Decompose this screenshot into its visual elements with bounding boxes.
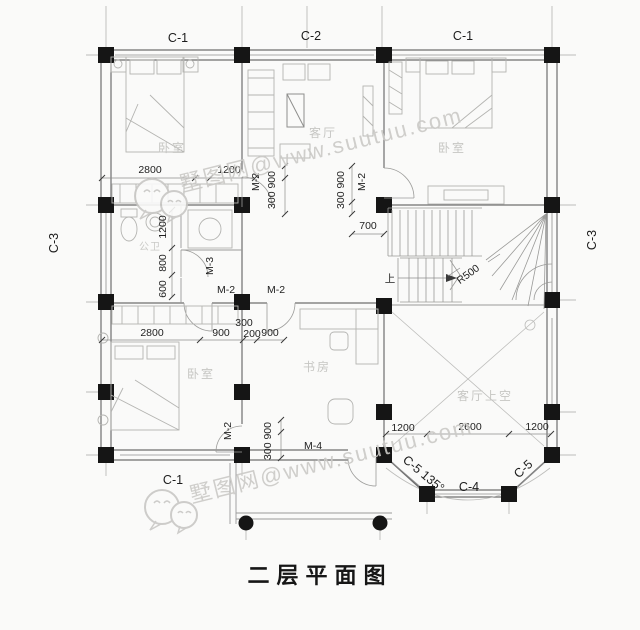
dim-900: 900: [212, 327, 230, 339]
door-m2-bedroom-bl: [183, 302, 213, 332]
door-m2-study: [266, 302, 296, 332]
toilet-tank: [120, 208, 138, 218]
dim-900: 900: [261, 327, 279, 339]
door-m4-terrace: [347, 457, 377, 487]
fixtures-bathroom: [120, 208, 233, 249]
toilet: [120, 216, 138, 242]
sofa: [247, 77, 275, 149]
bed: [110, 341, 180, 431]
dim-600: 600: [157, 280, 169, 298]
door-m3-bath: [180, 249, 209, 278]
label-m2: M-2: [217, 284, 235, 296]
dim-300-900: 300 900: [266, 171, 278, 209]
dim-1200: 1200: [525, 421, 549, 433]
bay-canopy-arc: [385, 467, 551, 501]
stair-r500-label: R500: [455, 262, 482, 287]
label-m2: M-2: [267, 284, 285, 296]
room-bathroom: 公卫: [139, 242, 161, 253]
dim-2600: 2600: [458, 421, 482, 433]
window-symbols: [105, 54, 553, 456]
room-bedroom-bottom-left: 卧室: [187, 366, 215, 381]
label-c3-left: C-3: [47, 233, 61, 253]
terrace-column: [372, 515, 388, 531]
furniture-study: [299, 308, 379, 425]
stair-texts: 上 R500: [385, 262, 482, 287]
dim-1200: 1200: [217, 164, 241, 176]
label-c3-right: C-3: [585, 230, 599, 250]
closet: [111, 305, 239, 325]
label-c1-bottom: C-1: [163, 473, 183, 487]
page-title: 二层平面图: [247, 563, 392, 589]
desk-return: [355, 308, 379, 365]
armchair: [279, 143, 311, 159]
label-c1-top-left: C-1: [168, 31, 188, 45]
room-bedroom-top-left: 卧室: [158, 140, 186, 155]
side-table: [307, 63, 331, 81]
terrace: [229, 463, 392, 531]
shower: [187, 209, 233, 249]
door-bedroom-top-left: [241, 176, 273, 208]
door-m2-bedroom-bl-south: [215, 425, 243, 453]
room-living-void: 客厅上空: [457, 388, 513, 403]
terrace-column: [238, 515, 254, 531]
living-void-markings: [391, 311, 545, 447]
axis-labels: C-1 C-2 C-1 C-3 C-3 C-1 C-5 135° C-4 C-5: [47, 29, 599, 495]
dim-800: 800: [157, 254, 169, 272]
wechat-icon: [134, 178, 188, 224]
side-table: [282, 63, 306, 81]
bed: [419, 57, 493, 129]
label-m2: M-2: [250, 173, 262, 191]
dim-2800: 2800: [140, 327, 164, 339]
label-m3: M-3: [204, 257, 216, 275]
room-living: 客厅: [309, 125, 337, 140]
dresser: [427, 185, 505, 205]
furniture-bedroom-top-left: [110, 56, 239, 204]
dim-1200: 1200: [157, 215, 169, 239]
label-c4-bay: C-4: [459, 480, 479, 494]
label-c1-top-right: C-1: [453, 29, 473, 43]
staircase: [387, 207, 553, 310]
bedside-lamp: [97, 332, 109, 344]
door-bedroom-top-right: [383, 167, 415, 199]
label-m4: M-4: [304, 440, 322, 452]
stool: [327, 398, 354, 425]
furniture-bedroom-top-right: [388, 57, 507, 205]
room-bedroom-top-right: 卧室: [438, 140, 466, 155]
nightstand: [182, 56, 199, 73]
label-m2: M-2: [356, 173, 368, 191]
label-c2-top: C-2: [301, 29, 321, 43]
furniture-living-room: [247, 63, 374, 159]
wardrobe: [388, 61, 403, 115]
grid-extension-lines: [86, 6, 576, 540]
dimension-texts: 2800 1200 300 900 300 900 700 1200 800 6…: [138, 164, 549, 460]
dim-700: 700: [359, 220, 377, 232]
door-swings: [180, 167, 415, 487]
dim-300-900: 300 900: [335, 171, 347, 209]
room-labels: 卧室 客厅 卧室 公卫 卧室 书房 客厅上空: [139, 125, 513, 403]
wechat-icon: [144, 489, 198, 535]
tv-unit: [362, 85, 374, 137]
coffee-table: [286, 93, 305, 128]
bed: [125, 56, 185, 153]
label-m2: M-2: [222, 422, 234, 440]
label-c5-bay-right: C-5: [511, 457, 535, 481]
dim-200: 200: [243, 328, 261, 340]
furniture-bedroom-bottom-left: [97, 305, 239, 431]
bedside-lamp: [97, 414, 109, 426]
desk-chair: [329, 331, 349, 351]
watermark-text: 墅图网@www.suutuu.com: [177, 102, 465, 197]
door-labels: M-2 M-2 M-3 M-2 M-2 M-2 M-4: [204, 173, 368, 452]
dim-300: 300: [235, 317, 253, 329]
dim-2800: 2800: [138, 164, 162, 176]
stair-direction-arrow: [446, 274, 457, 282]
dim-1200: 1200: [391, 422, 415, 434]
stair-up-label: 上: [385, 273, 396, 285]
desk: [299, 308, 379, 330]
bay-window: [385, 456, 551, 501]
dim-300-900: 300 900: [262, 422, 274, 460]
room-study: 书房: [303, 359, 331, 374]
